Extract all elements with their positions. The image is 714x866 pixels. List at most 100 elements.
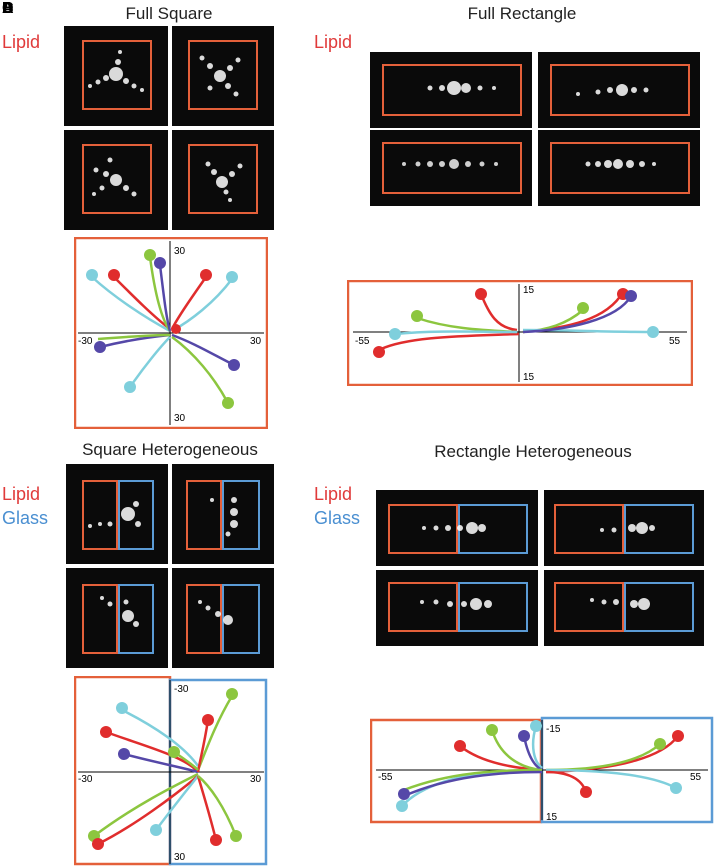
micrograph-a4 (172, 130, 274, 230)
tick-top: -15 (546, 724, 561, 735)
panel-a-lipid-label: Lipid (2, 32, 41, 52)
micrograph-b1 (370, 52, 532, 128)
micrograph-c1 (66, 464, 168, 564)
endpoint-green (230, 830, 242, 842)
trajectory-plot-b: 15 -55 55 15 (347, 280, 693, 386)
tick-left: -55 (355, 336, 370, 347)
trajectory-red (105, 730, 199, 773)
tick-bottom: 30 (174, 413, 186, 424)
tick-right: 30 (250, 774, 262, 785)
endpoint-cyan (647, 326, 659, 338)
endpoint-green (226, 688, 238, 700)
micrograph-d1 (376, 490, 538, 566)
micrograph-a2 (172, 26, 274, 126)
micrograph-a1 (64, 26, 168, 126)
endpoint-green (222, 397, 234, 409)
endpoint-red (475, 288, 487, 300)
endpoint-cyan (530, 720, 542, 732)
panel-b-title: Full Rectangle (467, 4, 577, 23)
panel-b-lipid-label: Lipid (314, 32, 353, 52)
square-boundary (74, 237, 268, 429)
endpoint-red (454, 740, 466, 752)
micrograph-c3 (66, 568, 168, 668)
endpoint-green (577, 302, 589, 314)
endpoint-cyan (150, 824, 162, 836)
trajectory-cyan (91, 276, 171, 333)
trajectory-plot-c: -30 -30 30 30 (74, 676, 268, 866)
trajectory-purple (158, 264, 172, 332)
micrograph-a3 (64, 130, 168, 230)
endpoint-red (171, 324, 181, 334)
endpoint-purple (154, 257, 166, 269)
trajectory-red (378, 332, 520, 352)
trajectory-red (196, 775, 218, 841)
tick-right: 55 (669, 336, 681, 347)
tick-right: 30 (250, 336, 262, 347)
panel-d-glass-label: Glass (314, 508, 361, 528)
trajectory-red (479, 293, 518, 332)
endpoint-cyan (670, 782, 682, 794)
tick-right: 55 (690, 772, 702, 783)
endpoint-red (202, 714, 214, 726)
trajectory-cyan (394, 330, 518, 336)
endpoint-red (672, 730, 684, 742)
micrograph-d2 (544, 490, 704, 566)
micrograph-b2 (538, 52, 700, 128)
trajectory-red (97, 775, 199, 846)
micrograph-d3 (376, 570, 538, 646)
endpoint-cyan (116, 702, 128, 714)
panel-d-title: Rectangle Heterogeneous (434, 442, 632, 461)
tick-bottom: 15 (523, 372, 535, 383)
endpoint-red (373, 346, 385, 358)
panel-c-glass-label: Glass (2, 508, 49, 528)
endpoint-green (144, 249, 156, 261)
endpoint-red (580, 786, 592, 798)
endpoint-purple (94, 341, 106, 353)
endpoint-purple (398, 788, 410, 800)
tick-top: 15 (523, 285, 535, 296)
endpoint-green (654, 738, 666, 750)
trajectory-green (93, 772, 199, 838)
trajectory-green (148, 256, 172, 332)
tick-left: -30 (78, 774, 93, 785)
panel-letter-b: B (2, 0, 14, 17)
trajectory-plot-a: 30 -30 30 30 (74, 237, 268, 429)
endpoint-red (108, 269, 120, 281)
panel-d-lipid-label: Lipid (314, 484, 353, 504)
trajectory-green (197, 775, 238, 837)
tick-left: -30 (78, 336, 93, 347)
trajectory-purple (403, 770, 543, 798)
trajectory-cyan (545, 768, 677, 790)
endpoint-cyan (226, 271, 238, 283)
panel-a-title: Full Square (125, 4, 213, 23)
endpoint-cyan (396, 800, 408, 812)
trajectory-cyan (171, 278, 233, 333)
endpoint-red (100, 726, 112, 738)
panel-c-title: Square Heterogeneous (82, 440, 258, 459)
endpoint-purple (228, 359, 240, 371)
micrograph-c2 (172, 464, 274, 564)
endpoint-cyan (86, 269, 98, 281)
panel-letter-d: D (2, 0, 14, 17)
trajectory-red (545, 770, 588, 793)
trajectory-cyan (121, 708, 200, 767)
panel-c-lipid-label: Lipid (2, 484, 41, 504)
micrograph-b4 (538, 130, 700, 206)
trajectory-purple (522, 295, 633, 334)
endpoint-green (168, 746, 180, 758)
panel-letter-a: A (2, 0, 14, 17)
tick-bottom: 30 (174, 852, 186, 863)
endpoint-cyan (389, 328, 401, 340)
micrograph-b3 (370, 130, 532, 206)
trajectory-cyan (128, 336, 171, 388)
tick-left: -55 (378, 772, 393, 783)
trajectory-cyan (155, 775, 199, 831)
tick-top: -30 (174, 684, 189, 695)
panel-letter-c: C (2, 0, 14, 17)
tick-top: 30 (174, 246, 186, 257)
micrograph-c4 (172, 568, 274, 668)
rectangle-boundary (347, 280, 693, 386)
trajectory-green (97, 333, 171, 341)
endpoint-red (200, 269, 212, 281)
endpoint-cyan (124, 381, 136, 393)
